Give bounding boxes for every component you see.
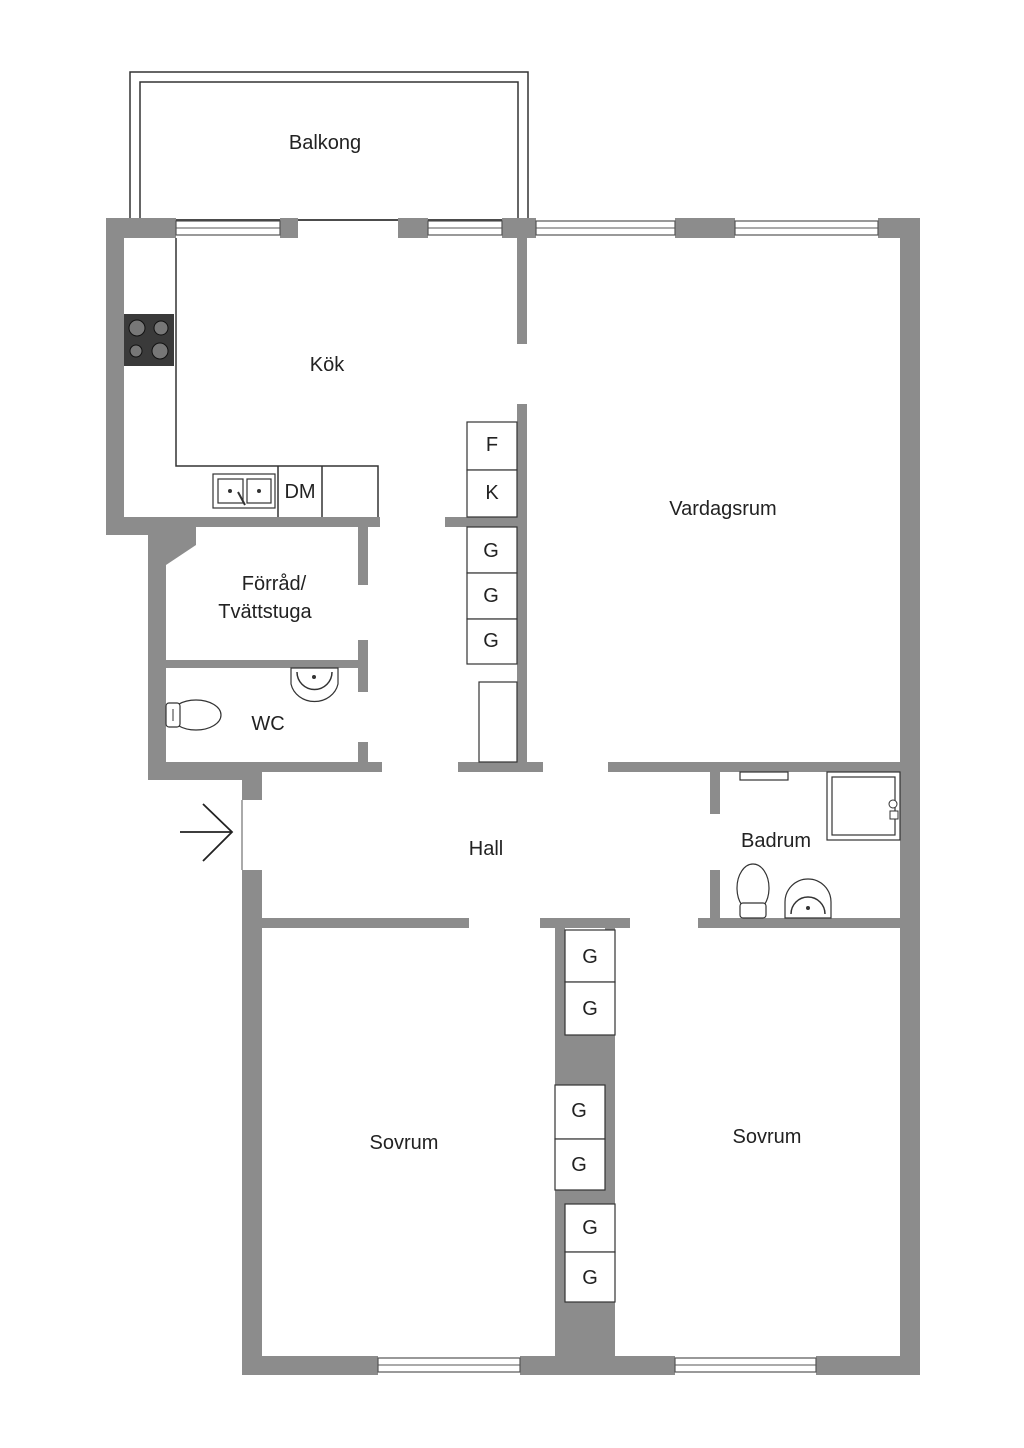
washbasin-icon [290,667,339,703]
washbasin-icon [784,878,832,919]
room-label-balkong: Balkong [289,132,361,154]
shower-icon [826,771,901,841]
interior-walls [124,238,900,1356]
bedroom-wardrobes [554,929,616,1303]
wardrobe-label: G [571,1154,587,1176]
hall-wardrobes [466,526,518,763]
room-label-vardagsrum: Vardagsrum [669,498,776,520]
toilet-icon [165,699,222,731]
wardrobe-label: G [582,1267,598,1289]
outer-walls [106,218,920,1375]
wardrobe-label: G [582,946,598,968]
balcony [129,71,529,221]
room-label-forrad: Förråd/ [242,573,307,595]
room-label-wc: WC [251,713,284,735]
kitchen-counter [175,238,379,517]
room-label-sovrum-right: Sovrum [733,1126,802,1148]
wardrobe-label: G [483,585,499,607]
wardrobe-label: G [483,540,499,562]
stove-icon [124,314,174,366]
room-label-sovrum-left: Sovrum [370,1132,439,1154]
room-label-hall: Hall [469,838,503,860]
room-label-badrum: Badrum [741,830,811,852]
sink-icon [212,473,276,509]
wardrobe-label: G [571,1100,587,1122]
windows [175,220,879,1373]
dishwasher-label: DM [284,481,315,503]
fridge-freezer [466,421,518,518]
wardrobe-label: G [582,998,598,1020]
room-label-kok: Kök [310,354,345,376]
freezer-label: F [486,434,498,456]
entrance-arrow-icon [180,803,234,862]
room-label-tvattstuga: Tvättstuga [218,601,312,623]
wardrobe-label: G [582,1217,598,1239]
bath-shelf [739,771,789,781]
toilet-icon [736,863,770,919]
fridge-label: K [485,482,499,504]
wardrobe-label: G [483,630,499,652]
